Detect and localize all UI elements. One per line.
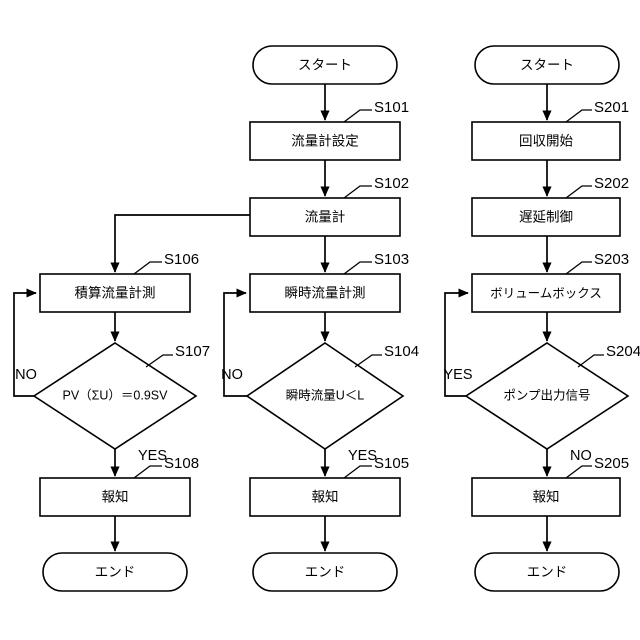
column-middle: スタート 流量計設定 S101 流量計 S102 瞬時流量計測 S103 [110, 45, 419, 592]
step-label-s108: S108 [164, 455, 199, 472]
step-label-s107: S107 [175, 343, 210, 360]
branch-label-no: NO [15, 367, 37, 383]
node-label: 報知 [533, 489, 560, 505]
step-label-s104: S104 [384, 343, 419, 360]
step-label-s106: S106 [164, 251, 199, 268]
node-left-s106: 積算流量計測 S106 [39, 251, 199, 313]
step-label-s203: S203 [594, 251, 629, 268]
node-left-end: エンド [42, 552, 188, 592]
connector-s107-no-loop [13, 288, 37, 397]
node-right-start: スタート [474, 45, 620, 85]
connector-s104-no-loop [223, 288, 247, 397]
node-label: 報知 [102, 489, 129, 505]
connector-s204-yes-loop [444, 288, 469, 397]
node-label: 流量計 [305, 210, 346, 225]
node-middle-start: スタート [252, 45, 398, 85]
column-left: 積算流量計測 S106 PV（ΣU）＝0.9SV S107 NO YES 報知 … [13, 251, 210, 592]
branch-label-yes: YES [348, 448, 377, 464]
node-label: 瞬時流量U＜L [286, 388, 365, 402]
node-label: ポンプ出力信号 [503, 388, 590, 402]
leader-line-s202 [565, 185, 592, 199]
leader-line-s107 [145, 354, 173, 368]
step-label-s201: S201 [594, 99, 629, 116]
node-middle-end: エンド [252, 552, 398, 592]
column-right: スタート 回収開始 S201 遅延制御 S202 ボリュームボックス S203 [443, 45, 640, 592]
leader-line-s104 [354, 354, 382, 368]
node-label: 瞬時流量計測 [285, 286, 366, 301]
node-label: 流量計設定 [291, 134, 359, 149]
node-label: エンド [95, 565, 136, 580]
step-label-s101: S101 [374, 99, 409, 116]
step-label-s202: S202 [594, 175, 629, 192]
node-label: スタート [520, 58, 574, 73]
process-shape [39, 273, 191, 313]
terminator-shape [474, 552, 620, 592]
node-label: エンド [527, 565, 568, 580]
step-label-s105: S105 [374, 455, 409, 472]
leader-line-s205 [565, 465, 592, 479]
process-shape [471, 273, 621, 313]
node-label: PV（ΣU）＝0.9SV [63, 388, 169, 402]
node-label: ボリュームボックス [490, 286, 602, 300]
leader-line-s203 [565, 261, 592, 275]
connector-s102-to-s106 [110, 214, 250, 273]
process-shape [471, 197, 621, 237]
leader-line-s108 [133, 465, 162, 479]
node-right-end: エンド [474, 552, 620, 592]
terminator-shape [42, 552, 188, 592]
leader-line-s105 [343, 465, 372, 479]
node-label: スタート [298, 58, 352, 73]
node-label: 回収開始 [519, 134, 573, 149]
leader-line-s204 [577, 354, 604, 368]
node-middle-s102: 流量計 S102 [249, 175, 409, 237]
leader-line-s102 [343, 185, 372, 199]
node-left-s107: PV（ΣU）＝0.9SV S107 NO YES [15, 342, 210, 464]
terminator-shape [252, 552, 398, 592]
process-shape [471, 477, 621, 517]
node-middle-s103: 瞬時流量計測 S103 [249, 251, 409, 313]
node-middle-s104: 瞬時流量U＜L S104 NO YES [221, 342, 419, 464]
node-right-s204: ポンプ出力信号 S204 YES NO [443, 342, 640, 464]
node-middle-s105: 報知 S105 [249, 455, 409, 517]
process-shape [249, 197, 401, 237]
node-label: エンド [305, 565, 346, 580]
process-shape [471, 121, 621, 161]
branch-label-yes: YES [443, 367, 472, 383]
node-label: 報知 [312, 489, 339, 505]
branch-label-no: NO [570, 448, 592, 464]
leader-line-s101 [343, 109, 372, 123]
leader-line-s103 [343, 261, 372, 275]
node-right-s202: 遅延制御 S202 [471, 175, 629, 237]
step-label-s103: S103 [374, 251, 409, 268]
leader-line-s201 [565, 109, 592, 123]
node-right-s205: 報知 S205 [471, 455, 629, 517]
branch-label-no: NO [221, 367, 243, 383]
node-right-s203: ボリュームボックス S203 [471, 251, 629, 313]
node-right-s201: 回収開始 S201 [471, 99, 629, 161]
node-middle-s101: 流量計設定 S101 [249, 99, 409, 161]
node-label: 遅延制御 [519, 210, 573, 225]
branch-label-yes: YES [138, 448, 167, 464]
step-label-s204: S204 [606, 343, 640, 360]
process-shape [39, 477, 191, 517]
leader-line-s106 [133, 261, 162, 275]
node-left-s108: 報知 S108 [39, 455, 199, 517]
step-label-s102: S102 [374, 175, 409, 192]
step-label-s205: S205 [594, 455, 629, 472]
node-label: 積算流量計測 [75, 286, 156, 301]
